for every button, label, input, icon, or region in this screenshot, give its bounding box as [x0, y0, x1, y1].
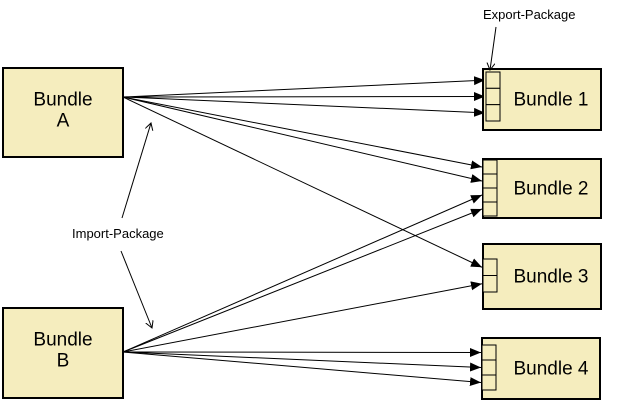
bundle-4-port-1	[481, 344, 497, 361]
bundle-b-label-line2: B	[57, 351, 70, 372]
edge-bundle-b-to-bundle-2-port4	[122, 208, 483, 353]
edge-bundle-a-to-bundle-2-port2	[122, 96, 483, 183]
edge-bundle-a-to-bundle-1-port1	[122, 76, 486, 98]
bundle-a-label-line1: Bundle	[33, 90, 92, 111]
edge-bundle-a-to-bundle-3-port1	[122, 96, 483, 268]
bundle-2-port-2	[482, 173, 498, 189]
bundle-4-port-3	[481, 374, 497, 391]
export-ports	[481, 71, 501, 391]
edge-bundle-a-to-bundle-2-port1	[122, 96, 483, 170]
import-package-arrow-up	[121, 123, 151, 219]
edge-bundle-b-to-bundle-4-port2	[122, 351, 482, 372]
bundle-b-label-line1: Bundle	[33, 330, 92, 351]
bundle-3-label: Bundle 3	[513, 267, 588, 288]
edge-bundle-a-to-bundle-1-port3	[122, 96, 486, 117]
import-connections	[122, 76, 486, 387]
bundle-1-port-2	[485, 87, 501, 106]
node-bundle-1: Bundle 1	[482, 68, 602, 131]
bundle-1-port-1	[485, 71, 501, 89]
bundle-4-port-2	[481, 359, 497, 376]
bundle-b-box	[2, 307, 124, 399]
bundle-1-port-3	[485, 104, 501, 122]
export-package-label: Export-Package	[483, 7, 576, 22]
bundle-1-label: Bundle 1	[513, 90, 588, 111]
bundle-4-label: Bundle 4	[513, 359, 588, 380]
bundle-a-box	[2, 67, 124, 158]
bundle-2-box	[482, 158, 602, 219]
node-bundle-4: Bundle 4	[481, 337, 601, 400]
edge-bundle-a-to-bundle-1-port2	[122, 92, 486, 102]
node-bundle-a: Bundle A	[2, 67, 124, 158]
bundle-2-port-4	[482, 201, 498, 217]
annotation-arrows	[120, 26, 497, 328]
import-package-arrow-down	[120, 250, 152, 328]
bundle-2-port-1	[482, 159, 498, 175]
node-bundle-3: Bundle 3	[482, 243, 602, 310]
import-package-label: Import-Package	[72, 226, 164, 241]
edge-bundle-b-to-bundle-4-port3	[122, 351, 482, 387]
bundle-3-box	[482, 243, 602, 310]
bundle-a-label-line2: A	[57, 111, 70, 132]
node-bundle-b: Bundle B	[2, 307, 124, 399]
edge-bundle-b-to-bundle-4-port1	[122, 347, 482, 357]
node-bundle-2: Bundle 2	[482, 158, 602, 219]
bundle-2-label: Bundle 2	[513, 179, 588, 200]
bundle-1-box	[482, 68, 602, 131]
export-package-arrow	[490, 26, 497, 70]
edge-bundle-b-to-bundle-2-port3	[122, 194, 483, 353]
bundle-2-port-3	[482, 187, 498, 203]
bundle-3-port-1	[482, 258, 498, 276]
bundle-3-port-2	[482, 275, 498, 293]
edge-bundle-b-to-bundle-3-port2	[122, 281, 483, 353]
